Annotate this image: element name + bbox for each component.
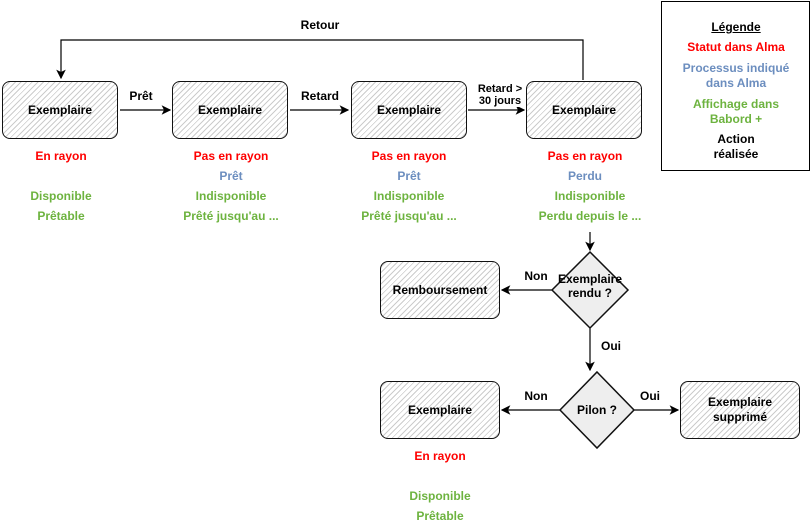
- display-text: Indisponible: [373, 189, 445, 203]
- node-exemplaire-4[interactable]: Exemplaire: [526, 81, 642, 139]
- process-text: Prêt: [397, 169, 421, 183]
- node-label: Remboursement: [392, 283, 488, 297]
- display-text: Disponible: [30, 189, 92, 203]
- retard30-line2: 30 jours: [478, 95, 522, 107]
- node-remboursement[interactable]: Remboursement: [380, 261, 500, 319]
- retard30-line1: Retard >: [477, 83, 523, 95]
- legend-process: dans Alma: [705, 76, 767, 90]
- status-text: Pas en rayon: [371, 149, 447, 163]
- status-text: En rayon: [414, 449, 466, 463]
- node-label: Exemplaire: [407, 403, 473, 417]
- label-oui2: Oui: [640, 389, 660, 403]
- node-label: Exemplaire: [376, 103, 442, 117]
- legend-display: Affichage dans: [692, 97, 780, 111]
- legend-status: Statut dans Alma: [687, 40, 785, 54]
- node-exemplaire-5[interactable]: Exemplaire: [380, 381, 500, 439]
- pilon-diamond: [558, 370, 636, 450]
- legend: Légende Statut dans Alma Processus indiq…: [661, 1, 810, 171]
- supp-line1: Exemplaire: [707, 395, 773, 409]
- legend-action: Action: [717, 132, 755, 146]
- node-label: Exemplaire: [197, 103, 263, 117]
- node-label: Exemplaire: [27, 103, 93, 117]
- display-text: Perdu depuis le ...: [538, 209, 642, 223]
- legend-action: réalisée: [713, 147, 759, 161]
- status-text: Pas en rayon: [547, 149, 623, 163]
- process-text: Prêt: [219, 169, 243, 183]
- rendu-diamond: [550, 250, 630, 330]
- display-text: Indisponible: [195, 189, 267, 203]
- node-exemplaire-1[interactable]: Exemplaire: [2, 81, 118, 139]
- display-text: Prêtable: [37, 209, 85, 223]
- label-non1: Non: [524, 269, 548, 283]
- display-text: Disponible: [409, 489, 471, 503]
- node-label: Exemplaire: [551, 103, 617, 117]
- legend-process: Processus indiqué: [682, 61, 790, 75]
- node-exemplaire-3[interactable]: Exemplaire: [351, 81, 467, 139]
- arrow-retour: [56, 39, 584, 80]
- process-text: Perdu: [567, 169, 603, 183]
- pilon-label: Pilon ?: [577, 403, 617, 417]
- decision-pilon[interactable]: Pilon ?: [560, 403, 634, 417]
- rendu-line1: Exemplaire: [557, 272, 623, 286]
- status-text: En rayon: [35, 149, 87, 163]
- legend-display: Babord +: [709, 112, 763, 126]
- label-oui1: Oui: [601, 339, 621, 353]
- legend-title: Légende: [711, 20, 761, 34]
- label-non2: Non: [524, 389, 548, 403]
- status-text: Pas en rayon: [193, 149, 269, 163]
- display-text: Indisponible: [554, 189, 626, 203]
- node-exemplaire-2[interactable]: Exemplaire: [172, 81, 288, 139]
- label-retard30: Retard >30 jours: [477, 83, 523, 107]
- supp-line2: supprimé: [712, 410, 767, 424]
- display-text: Prêtable: [416, 509, 464, 523]
- display-text: Prêté jusqu'au ...: [361, 209, 457, 223]
- rendu-line2: rendu ?: [567, 286, 612, 300]
- label-retour: Retour: [300, 18, 340, 32]
- label-retard: Retard: [300, 89, 340, 103]
- display-text: Prêté jusqu'au ...: [183, 209, 279, 223]
- label-pret: Prêt: [129, 89, 153, 103]
